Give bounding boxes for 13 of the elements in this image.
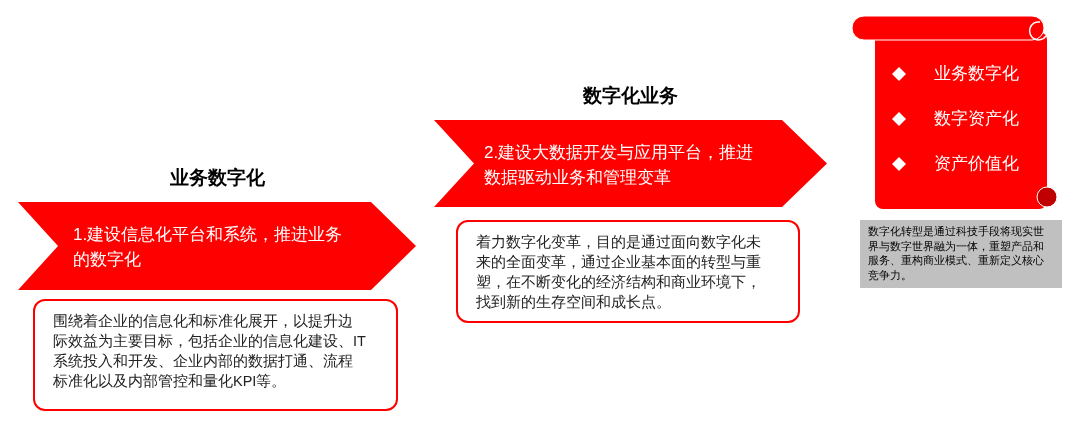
list-item-text: 业务数字化 bbox=[934, 63, 1019, 85]
list-item-text: 数字资产化 bbox=[934, 108, 1019, 130]
list-item-text: 资产价值化 bbox=[934, 153, 1019, 175]
stage-heading: 数字化业务 bbox=[582, 84, 679, 108]
stage-heading: 业务数字化 bbox=[168, 166, 266, 190]
description-text: 着力数字化变革，目的是通过面向数字化未来的全面变革，通过企业基本面的转型与重塑，在不断变化的经济结构和商业环境下，找到新的生存空间和成长点。 bbox=[476, 233, 762, 312]
step-text: 1.建设信息化平台和系统，推进业务的数字化 bbox=[73, 224, 344, 271]
note-card bbox=[860, 220, 1062, 288]
step-text: 2.建设大数据开发与应用平台，推进数据驱动业务和管理变革 bbox=[484, 142, 755, 189]
note-text: 数字化转型是通过科技手段将现实世界与数字世界融为一体，重塑产品和服务、重构商业模式、重新定义核心竞争力。 bbox=[868, 224, 1045, 282]
description-card bbox=[456, 220, 800, 323]
description-card bbox=[33, 299, 398, 411]
description-text: 围绕着企业的信息化和标准化展开，以提升边际效益为主要目标，包括企业的信息化建设、IT系统投入和开发、企业内部的数据打通、流程标准化以及内部管控和量化KPI等。 bbox=[53, 312, 366, 391]
